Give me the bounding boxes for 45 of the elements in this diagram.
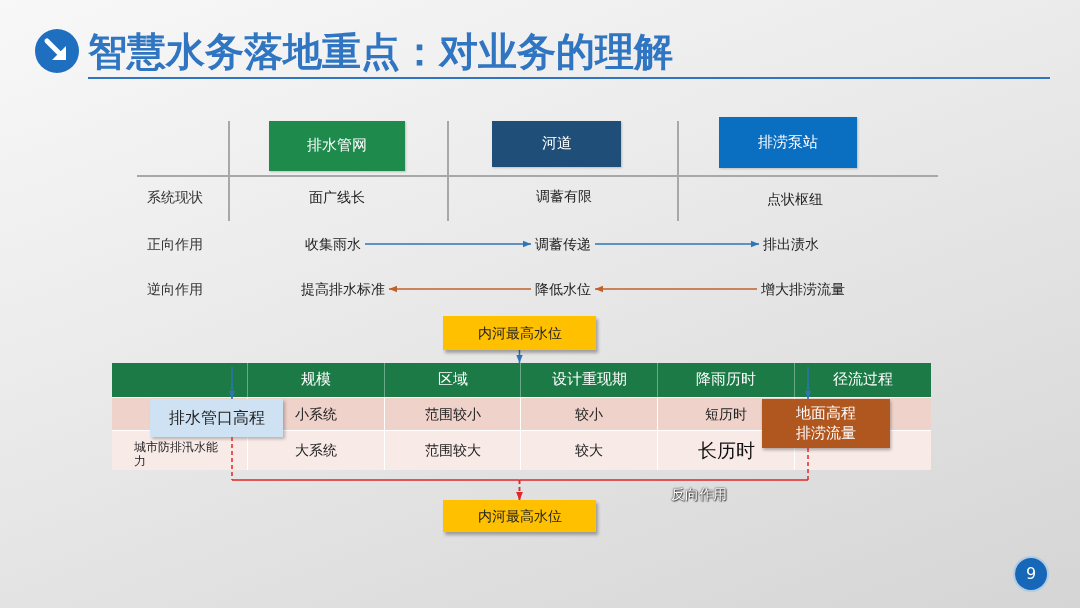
arrow xyxy=(516,447,809,501)
water-level-box: 内河最高水位 xyxy=(443,316,596,350)
cell-text: 大系统 xyxy=(295,441,337,460)
arrow xyxy=(594,285,758,293)
slide-title: 智慧水务落地重点：对业务的理解 xyxy=(88,30,673,74)
page-number: 9 xyxy=(1015,558,1047,590)
cell-text: 长历时 xyxy=(697,438,755,463)
node-text: 地面高程 xyxy=(796,404,856,424)
annotation-text: 反向作用 xyxy=(671,484,727,504)
category-header: 河道 xyxy=(492,121,621,167)
status-text: 调蓄有限 xyxy=(536,186,592,206)
step-label: 收集雨水 xyxy=(301,234,365,254)
status-text: 点状枢纽 xyxy=(767,189,823,209)
cell-text: 较小 xyxy=(575,404,603,424)
cell-text: 城市防排汛水能力 xyxy=(134,440,219,468)
water-level-box: 内河最高水位 xyxy=(443,500,596,532)
column-header: 径流过程 xyxy=(833,370,893,390)
column-header: 区域 xyxy=(437,370,468,390)
step-label: 排出渍水 xyxy=(759,234,823,254)
step-label: 调蓄传递 xyxy=(531,234,595,254)
arrow xyxy=(516,349,523,364)
column-header: 规模 xyxy=(301,370,331,390)
category-header: 排涝泵站 xyxy=(719,117,857,168)
step-label: 降低水位 xyxy=(531,279,595,299)
node-text: 排涝流量 xyxy=(796,423,856,443)
data-table xyxy=(112,363,931,470)
column-header: 降雨历时 xyxy=(696,370,756,390)
callout-box: 排水管口高程 xyxy=(150,399,283,437)
row-heading: 正向作用 xyxy=(147,234,203,254)
row-heading: 逆向作用 xyxy=(147,279,203,299)
arrow xyxy=(364,240,532,248)
row-heading: 系统现状 xyxy=(147,187,203,207)
step-label: 增大排涝流量 xyxy=(757,279,849,299)
step-label: 提高排水标准 xyxy=(297,279,389,299)
cell-text: 短历时 xyxy=(705,404,747,424)
cell-text: 较大 xyxy=(575,441,603,460)
arrow xyxy=(388,285,532,293)
column-header: 设计重现期 xyxy=(551,370,627,390)
cell-text: 小系统 xyxy=(295,404,337,424)
cell-text: 范围较大 xyxy=(424,441,481,460)
cell-text: 范围较小 xyxy=(424,404,481,424)
callout-box xyxy=(762,399,890,448)
category-header: 排水管网 xyxy=(269,121,405,171)
status-text: 面广线长 xyxy=(309,187,365,207)
arrow xyxy=(594,240,760,248)
